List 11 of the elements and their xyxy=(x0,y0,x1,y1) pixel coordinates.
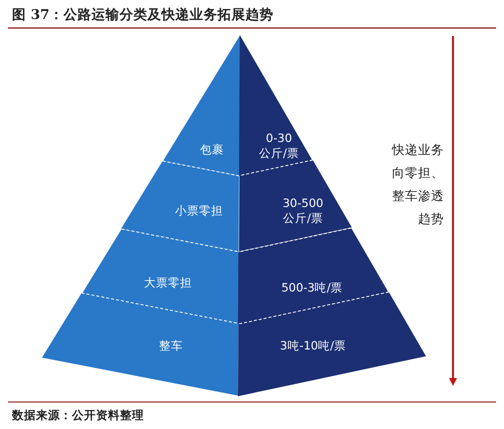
tier-label: 小票零担 xyxy=(174,204,224,218)
tier-label: 大票零担 xyxy=(142,276,193,290)
tier-label: 3吨-10吨/票 xyxy=(279,338,347,354)
trend-note: 快递业务向零担、整车渗透趋势 xyxy=(390,141,444,228)
tier-label: 0-30 公斤/票 xyxy=(258,131,299,161)
tier-label: 500-3吨/票 xyxy=(280,280,344,296)
tier-label: 包裹 xyxy=(198,142,225,158)
tier-label: 整车 xyxy=(158,338,184,354)
tier-label: 30-500 公斤/票 xyxy=(282,196,324,226)
source-note: 数据来源：公开资料整理 xyxy=(12,408,144,423)
figure-title: 图 37：公路运输分类及快递业务拓展趋势 xyxy=(12,6,274,24)
